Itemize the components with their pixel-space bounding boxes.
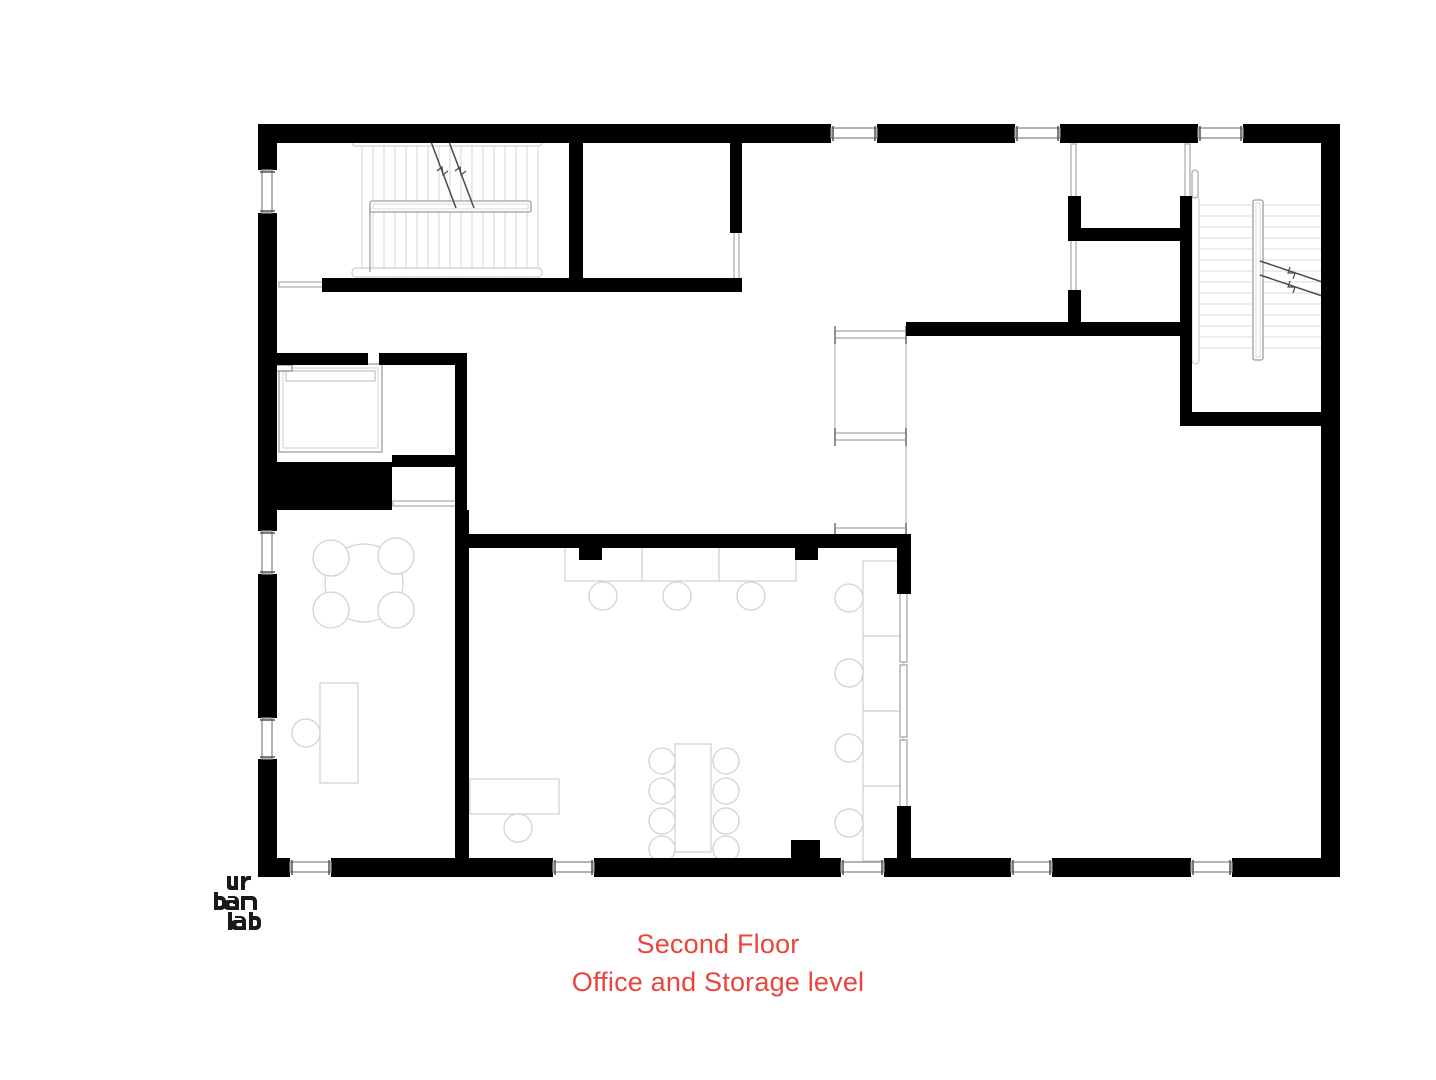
window-layer [260,126,1244,875]
round-table-with-4-chairs [312,537,415,629]
conference-table-with-8-chairs [648,743,740,863]
service-core-fixture [278,363,383,453]
plan-caption-line-1: Second Floor [636,929,800,959]
furniture-layer [278,363,904,863]
urban-lab-logo-mark [214,875,261,930]
desk-southwest-with-1-chair [469,778,560,843]
wall-layer [258,124,1340,877]
stair-northeast [1190,169,1341,365]
plan-caption-line-2: Office and Storage level [571,967,865,997]
desk-run-east-with-4-chairs [834,560,904,862]
desk-west-with-1-chair [291,682,359,784]
urban-lab-logo [211,872,271,930]
desk-run-north-with-3-chairs [564,543,797,611]
plan-caption: Second Floor Office and Storage level [0,925,1436,1001]
stair-northwest [351,138,543,279]
